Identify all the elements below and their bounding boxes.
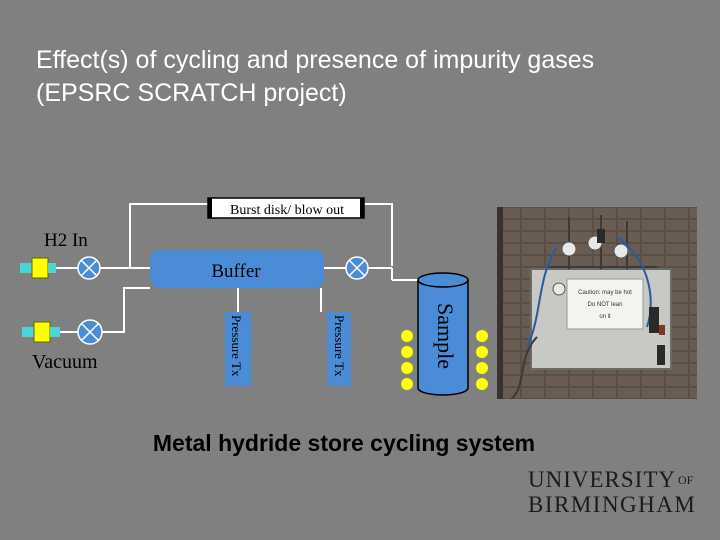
slide-caption: Metal hydride store cycling system <box>0 430 720 457</box>
burst-disk-box <box>207 197 365 219</box>
heater-connectors-left <box>401 330 413 390</box>
buffer-vessel <box>150 250 324 288</box>
heater-connectors-right <box>476 330 488 390</box>
h2-in-label: H2 In <box>44 230 88 251</box>
buffer-label: Buffer <box>211 261 261 282</box>
burst-disk-label: Burst disk/ blow out <box>230 203 344 218</box>
sign-line-3: on it <box>599 314 611 320</box>
vacuum-label: Vacuum <box>32 351 98 373</box>
sample-cylinder <box>417 272 469 396</box>
valve-h2-icon <box>77 256 101 280</box>
valve-sample-icon <box>345 256 369 280</box>
slide-title: Effect(s) of cycling and presence of imp… <box>36 44 696 110</box>
h2-inlet-connector-icon <box>20 257 56 279</box>
rig-photo: Caution: may be hot Do NOT lean on it <box>497 207 697 399</box>
sign-line-1: Caution: may be hot <box>578 290 632 296</box>
rig-photo-image: Caution: may be hot Do NOT lean on it <box>497 207 697 399</box>
title-line-1: Effect(s) of cycling and presence of imp… <box>36 46 595 74</box>
title-line-2: (EPSRC SCRATCH project) <box>36 79 347 107</box>
valve-vacuum-icon <box>77 319 103 345</box>
pressure-tx-1-label: Pressure Tx <box>229 315 244 377</box>
pipework <box>56 203 418 333</box>
logo-university: UNIVERSITY <box>528 467 676 492</box>
caption-text: Metal hydride store cycling system <box>152 430 536 456</box>
logo-of: OF <box>678 473 694 487</box>
vacuum-connector-icon <box>22 321 60 343</box>
pressure-transducer-2 <box>327 312 351 386</box>
logo-line-2: BIRMINGHAM <box>528 492 697 517</box>
sign-line-2: Do NOT lean <box>588 302 623 308</box>
sample-label: Sample <box>433 303 458 369</box>
pressure-transducer-1 <box>225 312 251 386</box>
pressure-tx-2-label: Pressure Tx <box>332 315 347 377</box>
